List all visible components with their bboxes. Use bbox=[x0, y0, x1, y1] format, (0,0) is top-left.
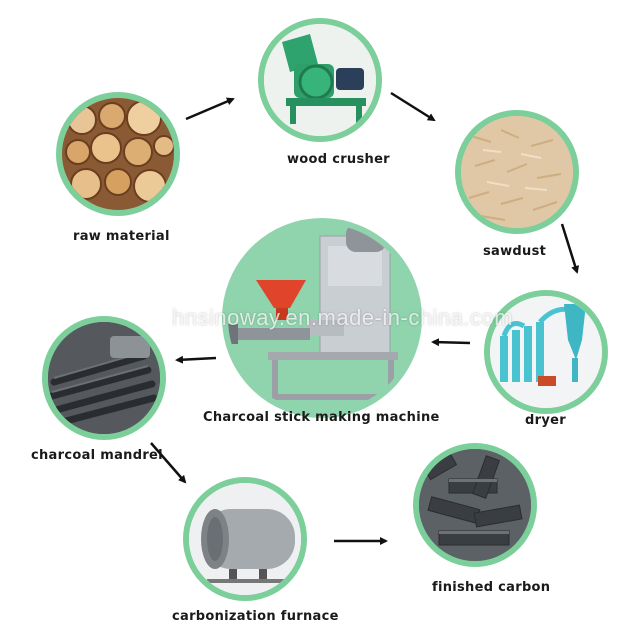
sawdust-label: sawdust bbox=[483, 244, 547, 259]
raw-material-label: raw material bbox=[73, 229, 170, 244]
dryer-image bbox=[484, 290, 608, 414]
charcoal-mandrel-image bbox=[42, 316, 166, 440]
machine-image bbox=[222, 218, 422, 418]
raw-material-image bbox=[56, 92, 180, 216]
finished-carbon-image bbox=[413, 443, 537, 567]
carbonization-furnace-image bbox=[183, 477, 307, 601]
watermark: hnsinoway.en.made-in-china.com bbox=[172, 305, 514, 330]
dryer-label: dryer bbox=[525, 413, 566, 428]
charcoal-mandrel-label: charcoal mandrel bbox=[31, 448, 163, 463]
wood-crusher-label: wood crusher bbox=[287, 152, 390, 167]
carbonization-furnace-label: carbonization furnace bbox=[172, 609, 339, 624]
wood-crusher-image bbox=[258, 18, 382, 142]
sawdust-image bbox=[455, 110, 579, 234]
machine-label: Charcoal stick making machine bbox=[203, 410, 440, 425]
finished-carbon-label: finished carbon bbox=[432, 580, 551, 595]
